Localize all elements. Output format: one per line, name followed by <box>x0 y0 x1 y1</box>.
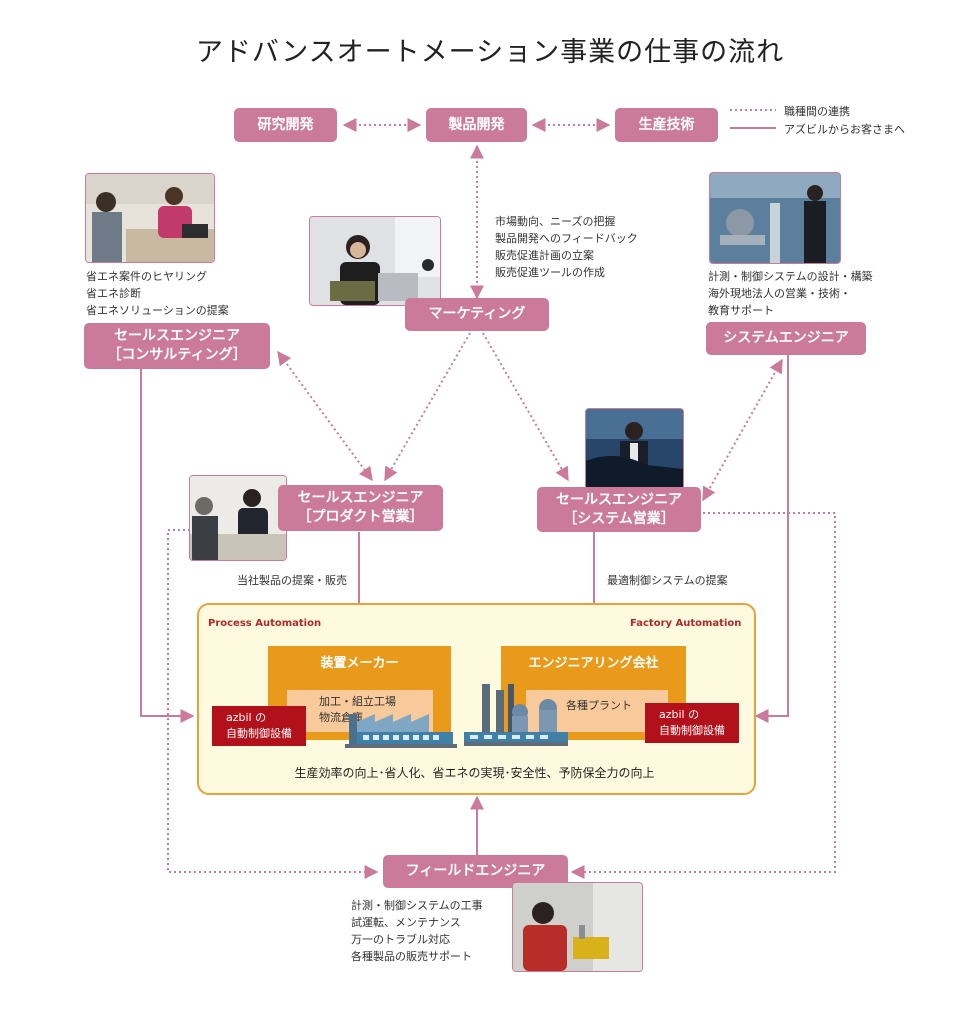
sales-product-line1: セールスエンジニア <box>297 490 424 507</box>
system-engineer-notes: 計測・制御システムの設計・構築 海外現地法人の営業・技術・ 教育サポート <box>708 268 873 319</box>
marketing-label: マーケティング <box>428 306 526 323</box>
system-engineer-label: システムエンジニア <box>723 330 849 347</box>
marketing-photo <box>309 216 441 306</box>
product-dev-box: 製品開発 <box>426 108 527 142</box>
maker-inner-line: 加工・組立工場 <box>319 695 396 708</box>
sales-system-line2: ［システム営業］ <box>563 510 675 527</box>
note-line: 販売促進計画の立案 <box>495 249 594 262</box>
azbil-line1: azbil の <box>659 708 700 721</box>
technician-photo-icon <box>513 883 642 971</box>
field-engineer-notes: 計測・制御システムの工事 試運転、メンテナンス 万一のトラブル対応 各種製品の販… <box>351 897 483 965</box>
sales-meeting-photo-icon <box>190 476 286 560</box>
link-system-eng-sales-system <box>702 358 783 502</box>
automation-benefits: 生産効率の向上･省人化、省エネの実現･安全性、予防保全力の向上 <box>294 766 655 780</box>
legend-solid-label: アズビルからお客さまへ <box>784 123 905 136</box>
link-marketing-sales-product <box>384 332 471 482</box>
production-box: 生産技術 <box>615 108 718 142</box>
arrow-consulting-to-process <box>140 368 195 723</box>
sales-consulting-box: セールスエンジニア ［コンサルティング］ <box>84 323 270 369</box>
sales-system-line1: セールスエンジニア <box>556 491 682 508</box>
consulting-photo <box>85 173 215 263</box>
sales-product-box: セールスエンジニア ［プロダクト営業］ <box>278 485 443 531</box>
azbil-equipment-right: azbil の 自動制御設備 <box>645 703 739 743</box>
research-label: 研究開発 <box>257 116 314 133</box>
process-automation-label: Process Automation <box>208 618 322 629</box>
arrow-system-eng-to-factory <box>754 353 789 723</box>
note-line: 海外現地法人の営業・技術・ <box>708 287 851 300</box>
eng-inner-line: 各種プラント <box>566 699 632 712</box>
sales-system-photo <box>585 408 684 490</box>
page-title: アドバンスオートメーション事業の仕事の流れ <box>195 37 785 68</box>
note-line: 省エネソリューションの提案 <box>86 304 229 317</box>
sales-product-line2: ［プロダクト営業］ <box>297 509 424 525</box>
sales-system-box: セールスエンジニア ［システム営業］ <box>537 487 701 532</box>
sales-product-note: 当社製品の提案・販売 <box>237 574 347 587</box>
sales-consulting-line2: ［コンサルティング］ <box>107 347 247 363</box>
note-line: 計測・制御システムの設計・構築 <box>708 270 873 283</box>
marketing-box: マーケティング <box>405 298 549 331</box>
sales-consulting-line1: セールスエンジニア <box>114 328 240 345</box>
azbil-equipment-left: azbil の 自動制御設備 <box>212 706 306 746</box>
production-label: 生産技術 <box>638 116 695 133</box>
link-consulting-sales-product <box>277 350 373 482</box>
plant-icon <box>464 684 568 746</box>
azbil-line2: 自動制御設備 <box>226 727 292 740</box>
link-sales-product-field <box>167 529 379 879</box>
note-line: 省エネ診断 <box>86 287 141 300</box>
note-line: 試運転、メンテナンス <box>351 916 461 929</box>
sales-product-photo <box>189 475 287 561</box>
note-line: 省エネ案件のヒヤリング <box>86 270 207 283</box>
note-line: 計測・制御システムの工事 <box>351 899 483 912</box>
system-engineer-photo <box>709 172 841 264</box>
product-dev-label: 製品開発 <box>448 116 505 133</box>
marketing-notes: 市場動向、ニーズの把握 製品開発へのフィードバック 販売促進計画の立案 販売促進… <box>495 213 638 281</box>
note-line: 教育サポート <box>708 304 774 317</box>
note-line: 各種製品の販売サポート <box>351 950 472 963</box>
car-salesman-photo-icon <box>586 409 683 489</box>
plant-photo-icon <box>710 173 840 263</box>
factory-icon <box>345 714 457 748</box>
system-engineer-box: システムエンジニア <box>706 322 866 355</box>
legend-dotted-label: 職種間の連携 <box>784 105 850 118</box>
link-sales-system-field <box>570 512 836 879</box>
field-engineer-photo <box>512 882 643 972</box>
azbil-line2: 自動制御設備 <box>659 724 725 737</box>
note-line: 販売促進ツールの作成 <box>495 266 605 279</box>
meeting-photo-icon <box>86 174 214 262</box>
sales-system-note: 最適制御システムの提案 <box>607 574 728 587</box>
factory-automation-label: Factory Automation <box>630 618 742 629</box>
engineering-company-label: エンジニアリング会社 <box>528 656 659 671</box>
note-line: 市場動向、ニーズの把握 <box>495 215 616 228</box>
consulting-notes: 省エネ案件のヒヤリング 省エネ診断 省エネソリューションの提案 <box>86 268 229 319</box>
note-line: 製品開発へのフィードバック <box>495 232 638 245</box>
office-photo-icon <box>310 217 440 305</box>
field-engineer-label: フィールドエンジニア <box>405 863 546 880</box>
link-marketing-sales-system <box>482 332 569 482</box>
research-box: 研究開発 <box>234 108 337 142</box>
note-line: 万一のトラブル対応 <box>351 933 450 946</box>
azbil-line1: azbil の <box>226 711 267 724</box>
equipment-maker-label: 装置メーカー <box>320 656 399 671</box>
